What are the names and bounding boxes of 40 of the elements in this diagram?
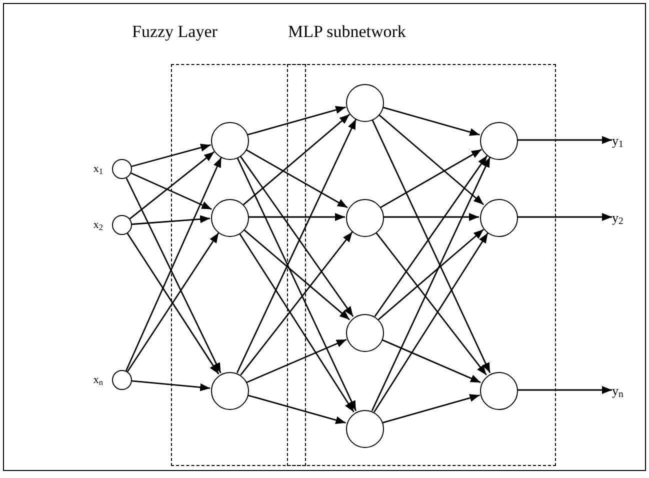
- arrow: [248, 213, 345, 221]
- arrow: [245, 148, 348, 208]
- arrow: [131, 144, 211, 168]
- arrow: [381, 338, 481, 384]
- arrow: [236, 118, 357, 374]
- arrow: [132, 215, 210, 225]
- layer-heading: Fuzzy Layer: [132, 21, 218, 43]
- input-label: x$_{1}$: [93, 164, 103, 175]
- arrow: [130, 172, 212, 210]
- arrow: [247, 106, 346, 136]
- arrow: [517, 136, 612, 144]
- arrow: [378, 114, 484, 206]
- arrow: [240, 232, 353, 376]
- arrow: [247, 394, 346, 424]
- arrow: [243, 228, 350, 320]
- output-label: y$_{n}$: [612, 381, 634, 399]
- arrow: [375, 232, 487, 376]
- input-label: x$_{2}$: [93, 220, 103, 231]
- arrow: [236, 156, 357, 412]
- arrow: [239, 155, 354, 317]
- arrow: [383, 213, 479, 221]
- arrow: [243, 114, 350, 206]
- arrow: [380, 148, 482, 208]
- input-label: x$_{n}$: [93, 375, 103, 386]
- arrow: [238, 232, 354, 412]
- arrow: [371, 156, 491, 412]
- arrow: [382, 394, 480, 424]
- arrow: [374, 232, 488, 412]
- arrow: [517, 213, 612, 221]
- layer-heading: MLP subnetwork: [288, 21, 406, 43]
- arrow: [374, 155, 488, 317]
- arrow: [371, 118, 491, 374]
- arrow: [378, 228, 484, 320]
- arrow: [382, 106, 480, 136]
- output-label: y$_{1}$: [612, 131, 634, 149]
- arrow: [246, 338, 347, 384]
- arrow: [132, 380, 210, 392]
- output-label: y$_{2}$: [612, 208, 634, 226]
- arrow: [129, 151, 215, 220]
- arrow: [517, 386, 612, 394]
